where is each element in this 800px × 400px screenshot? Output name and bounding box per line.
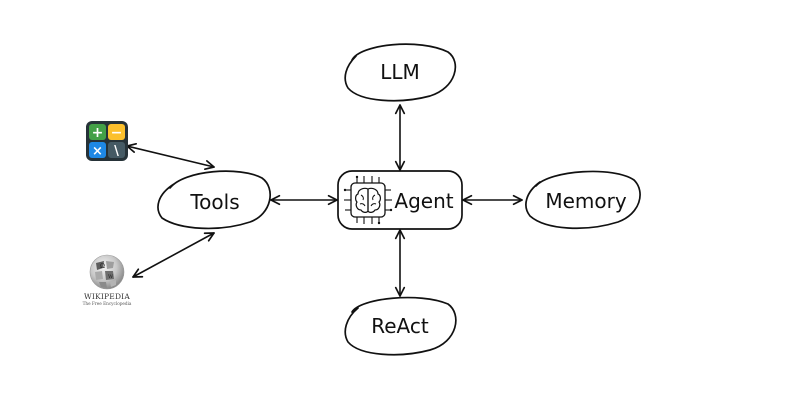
svg-text:W: W [108, 274, 114, 280]
connectors [126, 104, 523, 297]
wikipedia-title: WIKIPEDIA [84, 292, 130, 301]
node-agent-label: Agent [394, 189, 453, 213]
node-memory: Memory [525, 170, 641, 230]
node-react: ReAct [344, 296, 457, 356]
calculator-symbol-plus: + [92, 125, 104, 141]
node-tools-label: Tools [189, 190, 239, 214]
calculator-key-times [89, 142, 106, 158]
node-tools-outline [157, 170, 271, 230]
calculator-symbol-minus: − [111, 125, 123, 141]
node-llm: LLM [344, 43, 457, 102]
wikipedia-logo: Ω W WIKIPEDIA The Free Encyclopedia [83, 254, 132, 306]
calculator-symbol-times: × [92, 144, 103, 159]
node-react-label: ReAct [371, 314, 429, 338]
wikipedia-globe-icon: Ω W [89, 254, 125, 290]
calculator-key-minus [108, 124, 125, 140]
calculator-icon: + − × \ [86, 121, 128, 161]
node-tools: Tools [157, 170, 271, 230]
calculator-key-plus [89, 124, 106, 140]
arrow-wikipedia-tools [132, 232, 215, 278]
node-memory-outline [525, 170, 641, 230]
wikipedia-subtitle: The Free Encyclopedia [83, 301, 132, 306]
calculator-key-divide [108, 142, 125, 158]
node-agent-box [337, 170, 463, 230]
node-memory-label: Memory [545, 189, 627, 213]
svg-text:Ω: Ω [100, 263, 105, 270]
node-react-outline [344, 296, 457, 356]
arrow-calculator-tools [126, 142, 215, 171]
calculator-symbol-divide: \ [114, 144, 119, 159]
node-llm-label: LLM [380, 60, 420, 84]
node-llm-outline [344, 43, 457, 102]
node-agent: Agent [337, 170, 463, 230]
brain-chip-icon [343, 175, 393, 225]
